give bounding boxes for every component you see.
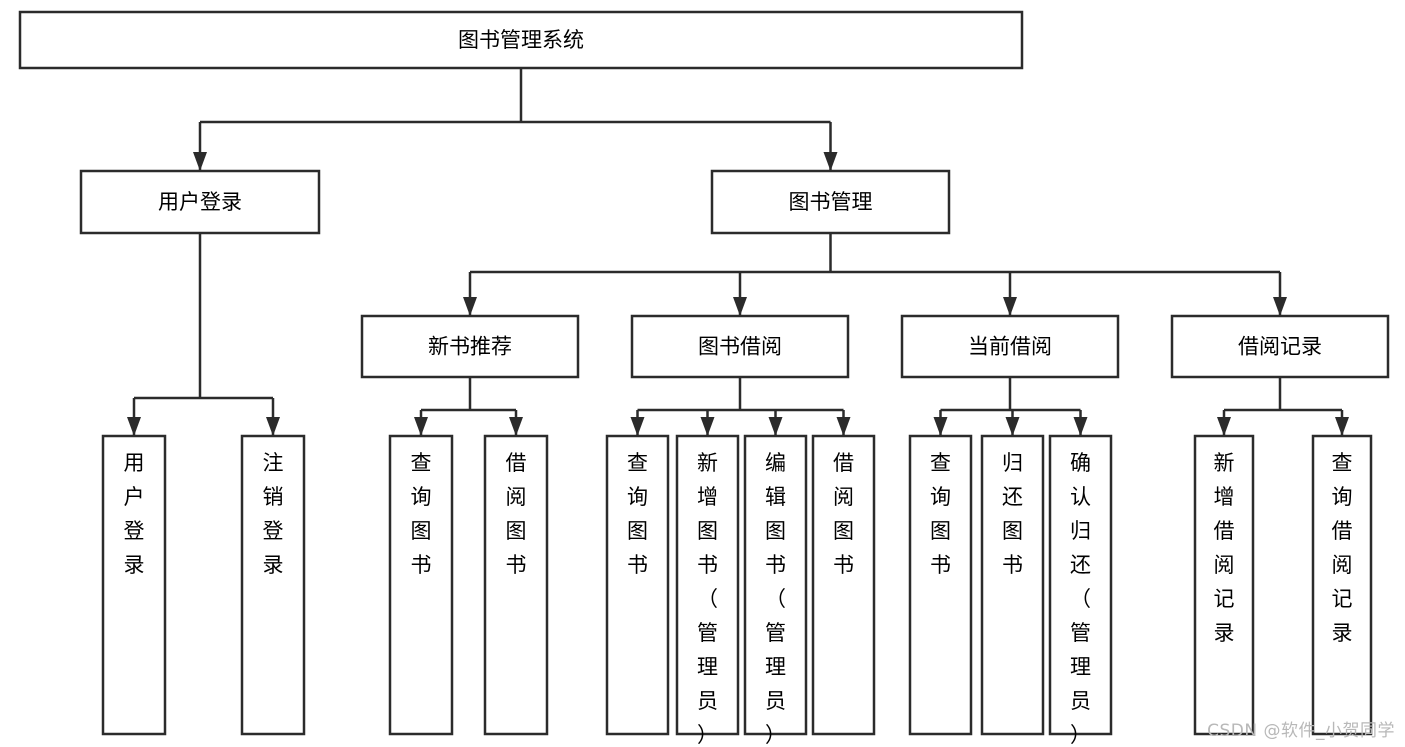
node-root-label: 图书管理系统	[458, 28, 584, 52]
node-leaf-11[interactable]: 新增借阅记录	[1193, 434, 1255, 736]
arrow-head-icon	[1005, 417, 1020, 436]
arrow-head-icon	[193, 152, 207, 171]
node-leaf-6-label: 编辑图书（管理员）	[765, 451, 786, 747]
arrow-head-icon	[768, 417, 783, 436]
node-leaf-8-label: 查询图书	[930, 451, 951, 577]
node-leaf-0-rect	[101, 434, 167, 736]
node-leaf-10-label: 确认归还（管理员）	[1070, 451, 1091, 747]
node-leaf-3[interactable]: 借阅图书	[483, 434, 549, 736]
arrow-head-icon	[933, 417, 948, 436]
node-leaf-7-label: 借阅图书	[833, 451, 854, 577]
node-level2-0-rect	[79, 169, 321, 235]
node-leaf-10-rect	[1048, 434, 1113, 736]
node-level3-0-label: 新书推荐	[428, 335, 512, 359]
connector-layer	[127, 68, 1349, 436]
node-leaf-5-rect	[675, 434, 740, 736]
node-leaf-1-rect	[240, 434, 306, 736]
node-leaf-3-label: 借阅图书	[506, 451, 527, 577]
node-leaf-3-rect	[483, 434, 549, 736]
node-level2-0-label: 用户登录	[158, 190, 242, 214]
arrow-head-icon	[1335, 417, 1349, 436]
node-level2-1-rect	[710, 169, 951, 235]
node-layer: 图书管理系统用户登录图书管理新书推荐图书借阅当前借阅借阅记录用户登录注销登录查询…	[18, 10, 1390, 747]
node-leaf-2-label: 查询图书	[411, 451, 432, 577]
node-level3-0[interactable]: 新书推荐	[360, 314, 580, 379]
node-level2-1-label: 图书管理	[789, 190, 873, 214]
arrow-head-icon	[509, 417, 523, 436]
arrow-head-icon	[630, 417, 645, 436]
arrow-head-icon	[1073, 417, 1088, 436]
node-leaf-9[interactable]: 归还图书	[980, 434, 1045, 736]
arrow-head-icon	[1003, 297, 1017, 316]
node-level3-3-label: 借阅记录	[1238, 335, 1322, 359]
arrow-head-icon	[1273, 297, 1287, 316]
node-level3-1-label: 图书借阅	[698, 335, 782, 359]
node-leaf-1[interactable]: 注销登录	[240, 434, 306, 736]
node-level3-0-rect	[360, 314, 580, 379]
node-leaf-12-label: 查询借阅记录	[1332, 451, 1353, 645]
node-leaf-12-rect	[1311, 434, 1373, 736]
node-level3-3-rect	[1170, 314, 1390, 379]
node-level3-3[interactable]: 借阅记录	[1170, 314, 1390, 379]
node-leaf-10[interactable]: 确认归还（管理员）	[1048, 434, 1113, 747]
node-leaf-0[interactable]: 用户登录	[101, 434, 167, 736]
node-leaf-8-rect	[908, 434, 973, 736]
arrow-head-icon	[733, 297, 747, 316]
node-level3-1-rect	[630, 314, 850, 379]
node-leaf-4-label: 查询图书	[627, 451, 648, 577]
node-leaf-5-label: 新增图书（管理员）	[697, 451, 718, 747]
node-root-rect	[18, 10, 1024, 70]
node-leaf-4[interactable]: 查询图书	[605, 434, 670, 736]
node-leaf-8[interactable]: 查询图书	[908, 434, 973, 736]
node-level3-2-rect	[900, 314, 1120, 379]
node-leaf-1-label: 注销登录	[263, 451, 284, 577]
node-leaf-2[interactable]: 查询图书	[388, 434, 454, 736]
node-leaf-11-label: 新增借阅记录	[1214, 451, 1235, 645]
arrow-head-icon	[836, 417, 851, 436]
arrow-head-icon	[463, 297, 477, 316]
node-leaf-5[interactable]: 新增图书（管理员）	[675, 434, 740, 747]
node-level3-2-label: 当前借阅	[968, 335, 1052, 359]
node-leaf-11-rect	[1193, 434, 1255, 736]
node-leaf-7-rect	[811, 434, 876, 736]
node-root[interactable]: 图书管理系统	[18, 10, 1024, 70]
node-leaf-12[interactable]: 查询借阅记录	[1311, 434, 1373, 736]
node-leaf-7[interactable]: 借阅图书	[811, 434, 876, 736]
node-level2-1[interactable]: 图书管理	[710, 169, 951, 235]
node-leaf-2-rect	[388, 434, 454, 736]
arrow-head-icon	[1217, 417, 1231, 436]
node-level2-0[interactable]: 用户登录	[79, 169, 321, 235]
arrow-head-icon	[266, 417, 280, 436]
node-leaf-9-rect	[980, 434, 1045, 736]
arrow-head-icon	[823, 152, 838, 171]
arrow-head-icon	[700, 417, 715, 436]
watermark-label: CSDN @软件_小贺同学	[1207, 721, 1395, 741]
node-leaf-6-rect	[743, 434, 808, 736]
arrow-head-icon	[127, 417, 141, 436]
node-leaf-4-rect	[605, 434, 670, 736]
arrow-head-icon	[414, 417, 428, 436]
node-leaf-6[interactable]: 编辑图书（管理员）	[743, 434, 808, 747]
node-level3-1[interactable]: 图书借阅	[630, 314, 850, 379]
node-level3-2[interactable]: 当前借阅	[900, 314, 1120, 379]
node-leaf-9-label: 归还图书	[1002, 451, 1023, 577]
node-leaf-0-label: 用户登录	[124, 451, 145, 577]
